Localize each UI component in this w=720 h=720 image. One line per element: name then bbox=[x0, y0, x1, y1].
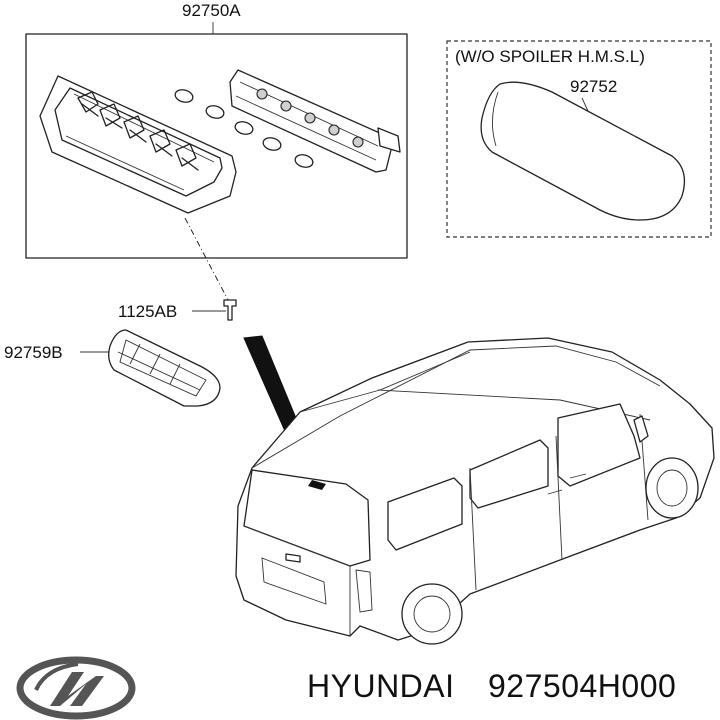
assembly-group: 92750A bbox=[25, 1, 408, 259]
led-cluster bbox=[77, 91, 199, 171]
assembly-box bbox=[25, 33, 408, 259]
side-window-rear bbox=[387, 477, 463, 551]
variant-box bbox=[446, 40, 712, 238]
screw-group: 1125AB bbox=[118, 217, 237, 321]
van-illustration bbox=[235, 337, 715, 645]
cover-92759b bbox=[108, 329, 221, 407]
screw-1125ab bbox=[223, 299, 237, 321]
bulbs bbox=[174, 89, 314, 168]
label-variant-note: (W/O SPOILER H.M.S.L) bbox=[455, 47, 645, 66]
front-wheel bbox=[645, 457, 699, 519]
brand-name: HYUNDAI bbox=[307, 668, 455, 704]
side-window-mid bbox=[469, 439, 549, 509]
tail-lamp bbox=[355, 569, 373, 613]
lens-92752 bbox=[480, 81, 686, 221]
rear-wheel bbox=[401, 583, 463, 645]
hyundai-logo-icon bbox=[16, 656, 136, 720]
label-92750a: 92750A bbox=[182, 1, 241, 20]
cover-group: 92759B bbox=[4, 329, 221, 407]
side-mirror bbox=[633, 415, 649, 443]
label-92752: 92752 bbox=[570, 77, 617, 96]
label-1125ab: 1125AB bbox=[118, 302, 177, 321]
variant-group: (W/O SPOILER H.M.S.L) 92752 bbox=[446, 40, 712, 238]
label-92759b: 92759B bbox=[4, 343, 63, 362]
circuit-board bbox=[229, 69, 401, 173]
dash-leader bbox=[184, 217, 229, 301]
hmsl-location-mark bbox=[308, 480, 326, 490]
light-housing bbox=[39, 75, 237, 214]
rear-emblem bbox=[285, 553, 301, 563]
part-number: 927504H000 bbox=[488, 668, 676, 704]
